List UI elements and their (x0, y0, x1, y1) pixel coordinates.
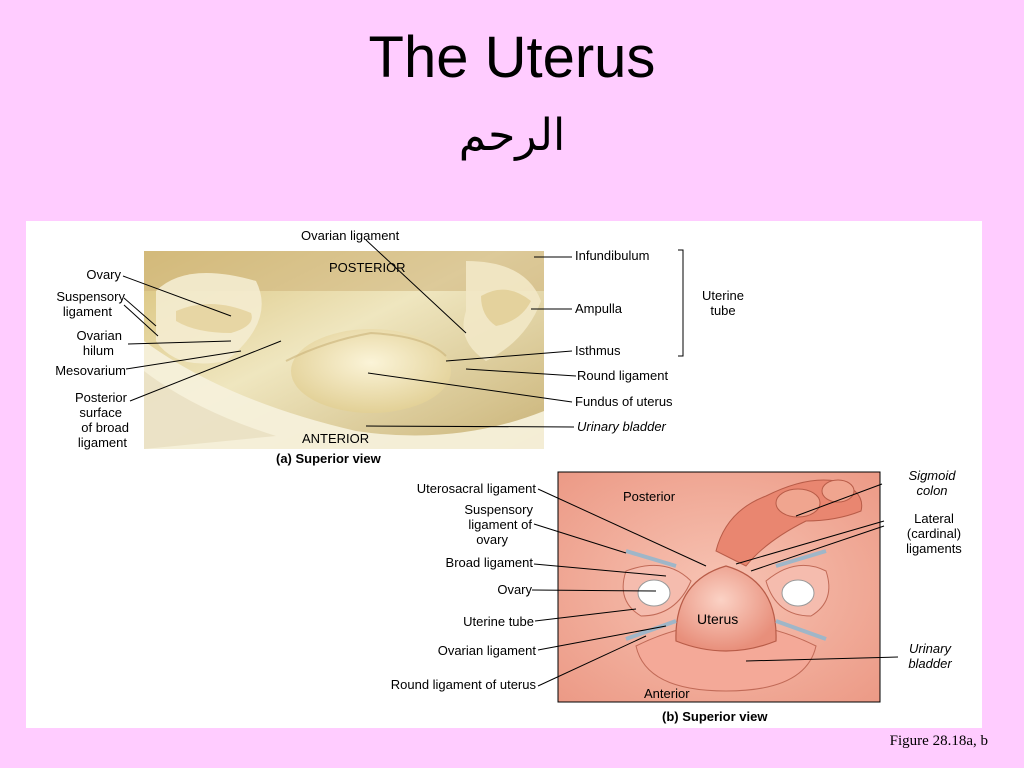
anatomy-figure: POSTERIOR ANTERIOR (a) Superior view Ova… (55, 228, 962, 724)
label-mesovarium-a: Mesovarium (55, 363, 126, 378)
panel-b-leader-lines (531, 483, 899, 687)
panel-b-caption: (b) Superior view (662, 709, 768, 724)
panel-a-leader-lines (122, 239, 684, 428)
label-suspensory-a-1: Suspensory (56, 289, 125, 304)
panel-a-caption: (a) Superior view (276, 451, 382, 466)
label-posterior-surface-a-1: Posterior (75, 390, 128, 405)
slide-title: The Uterus (368, 25, 656, 90)
panel-a-orientation-top: POSTERIOR (329, 260, 406, 275)
label-suspensory-ligament-b-1: Suspensory (464, 502, 533, 517)
label-ovary-b: Ovary (497, 582, 532, 597)
figure-reference: Figure 28.18a, b (889, 733, 988, 749)
label-posterior-surface-a-3: of broad (81, 420, 129, 435)
slide-subtitle-arabic: الرحم (458, 110, 566, 161)
label-round-ligament-b: Round ligament of uterus (391, 677, 537, 692)
label-ampulla-a: Ampulla (575, 301, 623, 316)
label-ovary-a: Ovary (86, 267, 121, 282)
panel-a-photo (144, 251, 544, 449)
label-lateral-ligaments-b-1: Lateral (914, 511, 954, 526)
figure-panel: POSTERIOR ANTERIOR (a) Superior view Ova… (26, 221, 982, 728)
label-urinary-bladder-a: Urinary bladder (577, 419, 667, 434)
label-infundibulum-a: Infundibulum (575, 248, 649, 263)
label-isthmus-a: Isthmus (575, 343, 621, 358)
label-suspensory-ligament-b-3: ovary (476, 532, 508, 547)
panel-a-orientation-bottom: ANTERIOR (302, 431, 369, 446)
label-posterior-surface-a-4: ligament (78, 435, 128, 450)
label-uterus-b: Uterus (697, 611, 738, 627)
label-uterine-tube-a-1: Uterine (702, 288, 744, 303)
label-posterior-surface-a-2: surface (79, 405, 122, 420)
panel-b-illustration (557, 471, 881, 703)
label-uterosacral-ligament-b: Uterosacral ligament (417, 481, 537, 496)
label-urinary-bladder-b-2: bladder (908, 656, 952, 671)
label-ovarian-hilum-a-1: Ovarian (76, 328, 122, 343)
label-ovarian-ligament-b: Ovarian ligament (438, 643, 537, 658)
label-uterine-tube-b: Uterine tube (463, 614, 534, 629)
label-fundus-a: Fundus of uterus (575, 394, 673, 409)
label-sigmoid-colon-b-1: Sigmoid (909, 468, 957, 483)
panel-b-orientation-top: Posterior (623, 489, 676, 504)
label-sigmoid-colon-b-2: colon (916, 483, 947, 498)
label-uterine-tube-a-2: tube (710, 303, 735, 318)
label-urinary-bladder-b-1: Urinary (909, 641, 952, 656)
label-suspensory-ligament-b-2: ligament of (468, 517, 532, 532)
label-lateral-ligaments-b-3: ligaments (906, 541, 962, 556)
label-lateral-ligaments-b-2: (cardinal) (907, 526, 961, 541)
label-suspensory-a-2: ligament (63, 304, 113, 319)
label-ovarian-ligament-a: Ovarian ligament (301, 228, 400, 243)
panel-b-orientation-bottom: Anterior (644, 686, 690, 701)
label-ovarian-hilum-a-2: hilum (83, 343, 114, 358)
label-round-ligament-a: Round ligament (577, 368, 668, 383)
label-broad-ligament-b: Broad ligament (446, 555, 534, 570)
